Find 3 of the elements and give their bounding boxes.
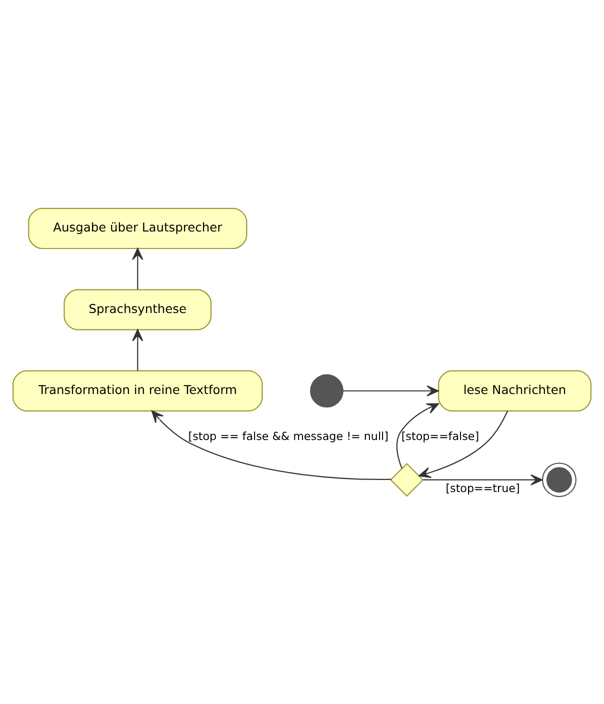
edge-label: [stop==false] xyxy=(401,429,480,442)
edge-label: [stop == false && message != null] xyxy=(188,429,388,442)
edge-label: [stop==true] xyxy=(446,482,520,495)
